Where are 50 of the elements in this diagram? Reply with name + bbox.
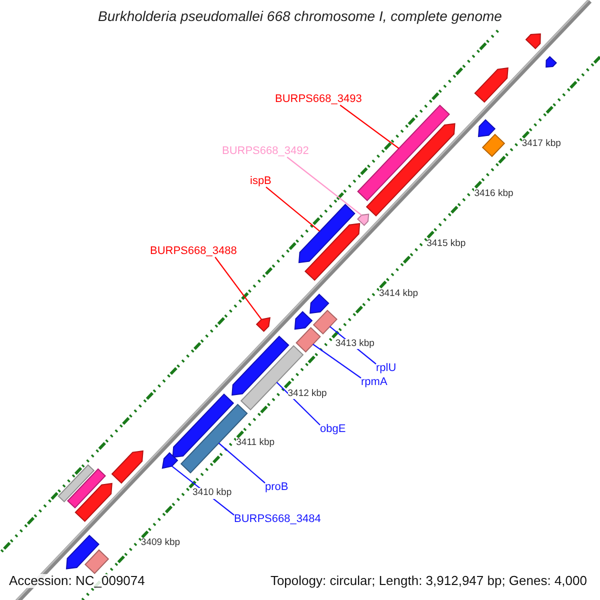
gene-block (312, 310, 338, 334)
gene-label: ispB (250, 175, 272, 188)
gene-block (162, 452, 178, 469)
title: Burkholderia pseudomallei 668 chromosome I, complete genome (97, 9, 503, 24)
gene-block (111, 450, 144, 484)
scale-label: 3414 kbp (378, 288, 418, 300)
leader-line (218, 442, 266, 484)
gene-label: BURPS668_3484 (234, 513, 321, 526)
leader-line (214, 256, 262, 320)
gene-label: proB (265, 481, 288, 494)
scale-label: 3412 kbp (288, 388, 327, 399)
gene-label: BURPS668_3493 (275, 93, 362, 106)
gene-label: obgE (320, 423, 346, 436)
gene-block (296, 327, 321, 353)
gene-label: rplU (376, 362, 396, 374)
scale-label: 3413 kbp (335, 338, 374, 349)
gene-block (474, 67, 508, 103)
gene-block (310, 294, 330, 314)
scale-label: 3409 kbp (140, 538, 180, 549)
gene-block (84, 549, 110, 574)
gene-block (546, 56, 558, 68)
gene-block (366, 123, 456, 216)
gene-block (478, 119, 496, 138)
scale-label: 3415 kbp (426, 238, 466, 250)
gene-block (298, 204, 356, 264)
leader-line (266, 186, 320, 232)
scale-label: 3411 kbp (236, 438, 275, 449)
gene-label: rpmA (361, 376, 388, 388)
gene-block (74, 482, 112, 522)
gene-block (304, 223, 360, 281)
gene-label: BURPS668_3492 (222, 145, 309, 158)
gene-block (232, 336, 290, 396)
gene-label: BURPS668_3488 (150, 245, 237, 258)
gene-block (172, 394, 234, 458)
scale-label: 3416 kbp (474, 188, 514, 200)
gene-block (482, 134, 506, 158)
gene-block (357, 214, 370, 226)
leader-line (340, 104, 400, 149)
gene-block (58, 464, 95, 502)
gene-block (357, 104, 450, 202)
leader-line (286, 156, 362, 216)
gene-block (294, 311, 313, 330)
scale-label: 3410 kbp (192, 488, 232, 499)
gene-block (66, 534, 100, 570)
leader-line (312, 344, 362, 378)
gene-block (67, 468, 106, 508)
gene-block (256, 317, 270, 332)
leader-line (276, 382, 320, 426)
gene-block (525, 33, 541, 50)
scale-label: 3417 kbp (522, 138, 561, 150)
